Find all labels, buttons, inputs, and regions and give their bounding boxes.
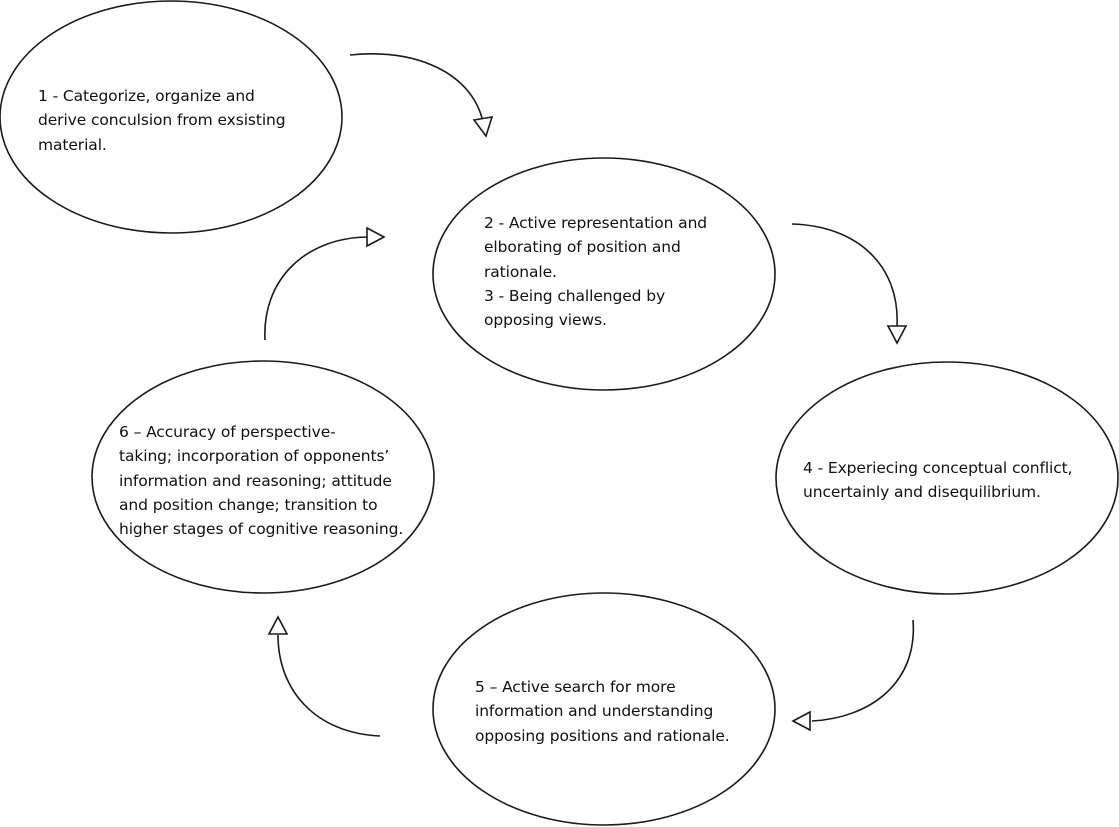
node-step-1-label: 1 - Categorize, organize and derive conc…: [38, 84, 286, 157]
arrowhead-step-6-to-step-2-3: [366, 226, 386, 248]
edge-step-2-3-to-step-4: [791, 223, 898, 327]
node-step-2-3: [432, 157, 776, 391]
node-step-4: [775, 361, 1119, 595]
node-step-5-line-2: information and understanding: [475, 702, 714, 721]
node-step-2-3-line-1: 2 - Active representation and: [484, 214, 708, 232]
node-step-5-line-1: 5 – Active search for more: [475, 678, 676, 696]
node-step-6-line-4: and position change; transition to: [119, 495, 378, 514]
node-step-6-line-2: taking; incorporation of opponents’: [119, 447, 390, 466]
node-step-1: [0, 0, 343, 234]
arrowhead-step-4-to-step-5: [791, 710, 811, 732]
node-step-6-line-3: information and reasoning; attitude: [119, 471, 392, 490]
node-step-6-line-1: 6 – Accuracy of perspective-: [119, 423, 336, 441]
edge-step-4-to-step-5: [811, 619, 915, 722]
node-step-2-3-line-5: opposing views.: [484, 311, 607, 330]
node-step-5-label: 5 – Active search for more information a…: [475, 675, 730, 748]
node-step-6: [91, 360, 435, 594]
edge-step-1-to-step-2-3: [349, 53, 483, 119]
edge-step-5-to-step-6: [277, 634, 381, 737]
node-step-6-label: 6 – Accuracy of perspective- taking; inc…: [119, 420, 403, 541]
node-step-1-line-3: material.: [38, 135, 107, 154]
arrowhead-step-5-to-step-6: [267, 615, 289, 635]
node-step-2-3-label: 2 - Active representation and elborating…: [484, 211, 707, 332]
node-step-1-line-1: 1 - Categorize, organize and: [38, 87, 255, 105]
edge-step-6-to-step-2-3: [264, 236, 368, 341]
node-step-2-3-line-4: 3 - Being challenged by: [484, 286, 666, 305]
node-step-2-3-line-3: rationale.: [484, 262, 557, 281]
node-step-5: [432, 592, 776, 826]
node-step-4-line-1: 4 - Experiecing conceptual conflict,: [803, 459, 1073, 477]
node-step-6-line-5: higher stages of cognitive reasoning.: [119, 520, 404, 539]
node-step-4-label: 4 - Experiecing conceptual conflict, unc…: [803, 456, 1073, 505]
node-step-4-line-2: uncertainly and disequilibrium.: [803, 483, 1041, 502]
arrowhead-step-1-to-step-2-3: [472, 115, 494, 138]
arrowhead-step-2-3-to-step-4: [886, 325, 908, 345]
node-step-2-3-line-2: elborating of position and: [484, 238, 681, 257]
node-step-1-line-2: derive conculsion from exsisting: [38, 111, 286, 130]
node-step-5-line-3: opposing positions and rationale.: [475, 726, 730, 745]
